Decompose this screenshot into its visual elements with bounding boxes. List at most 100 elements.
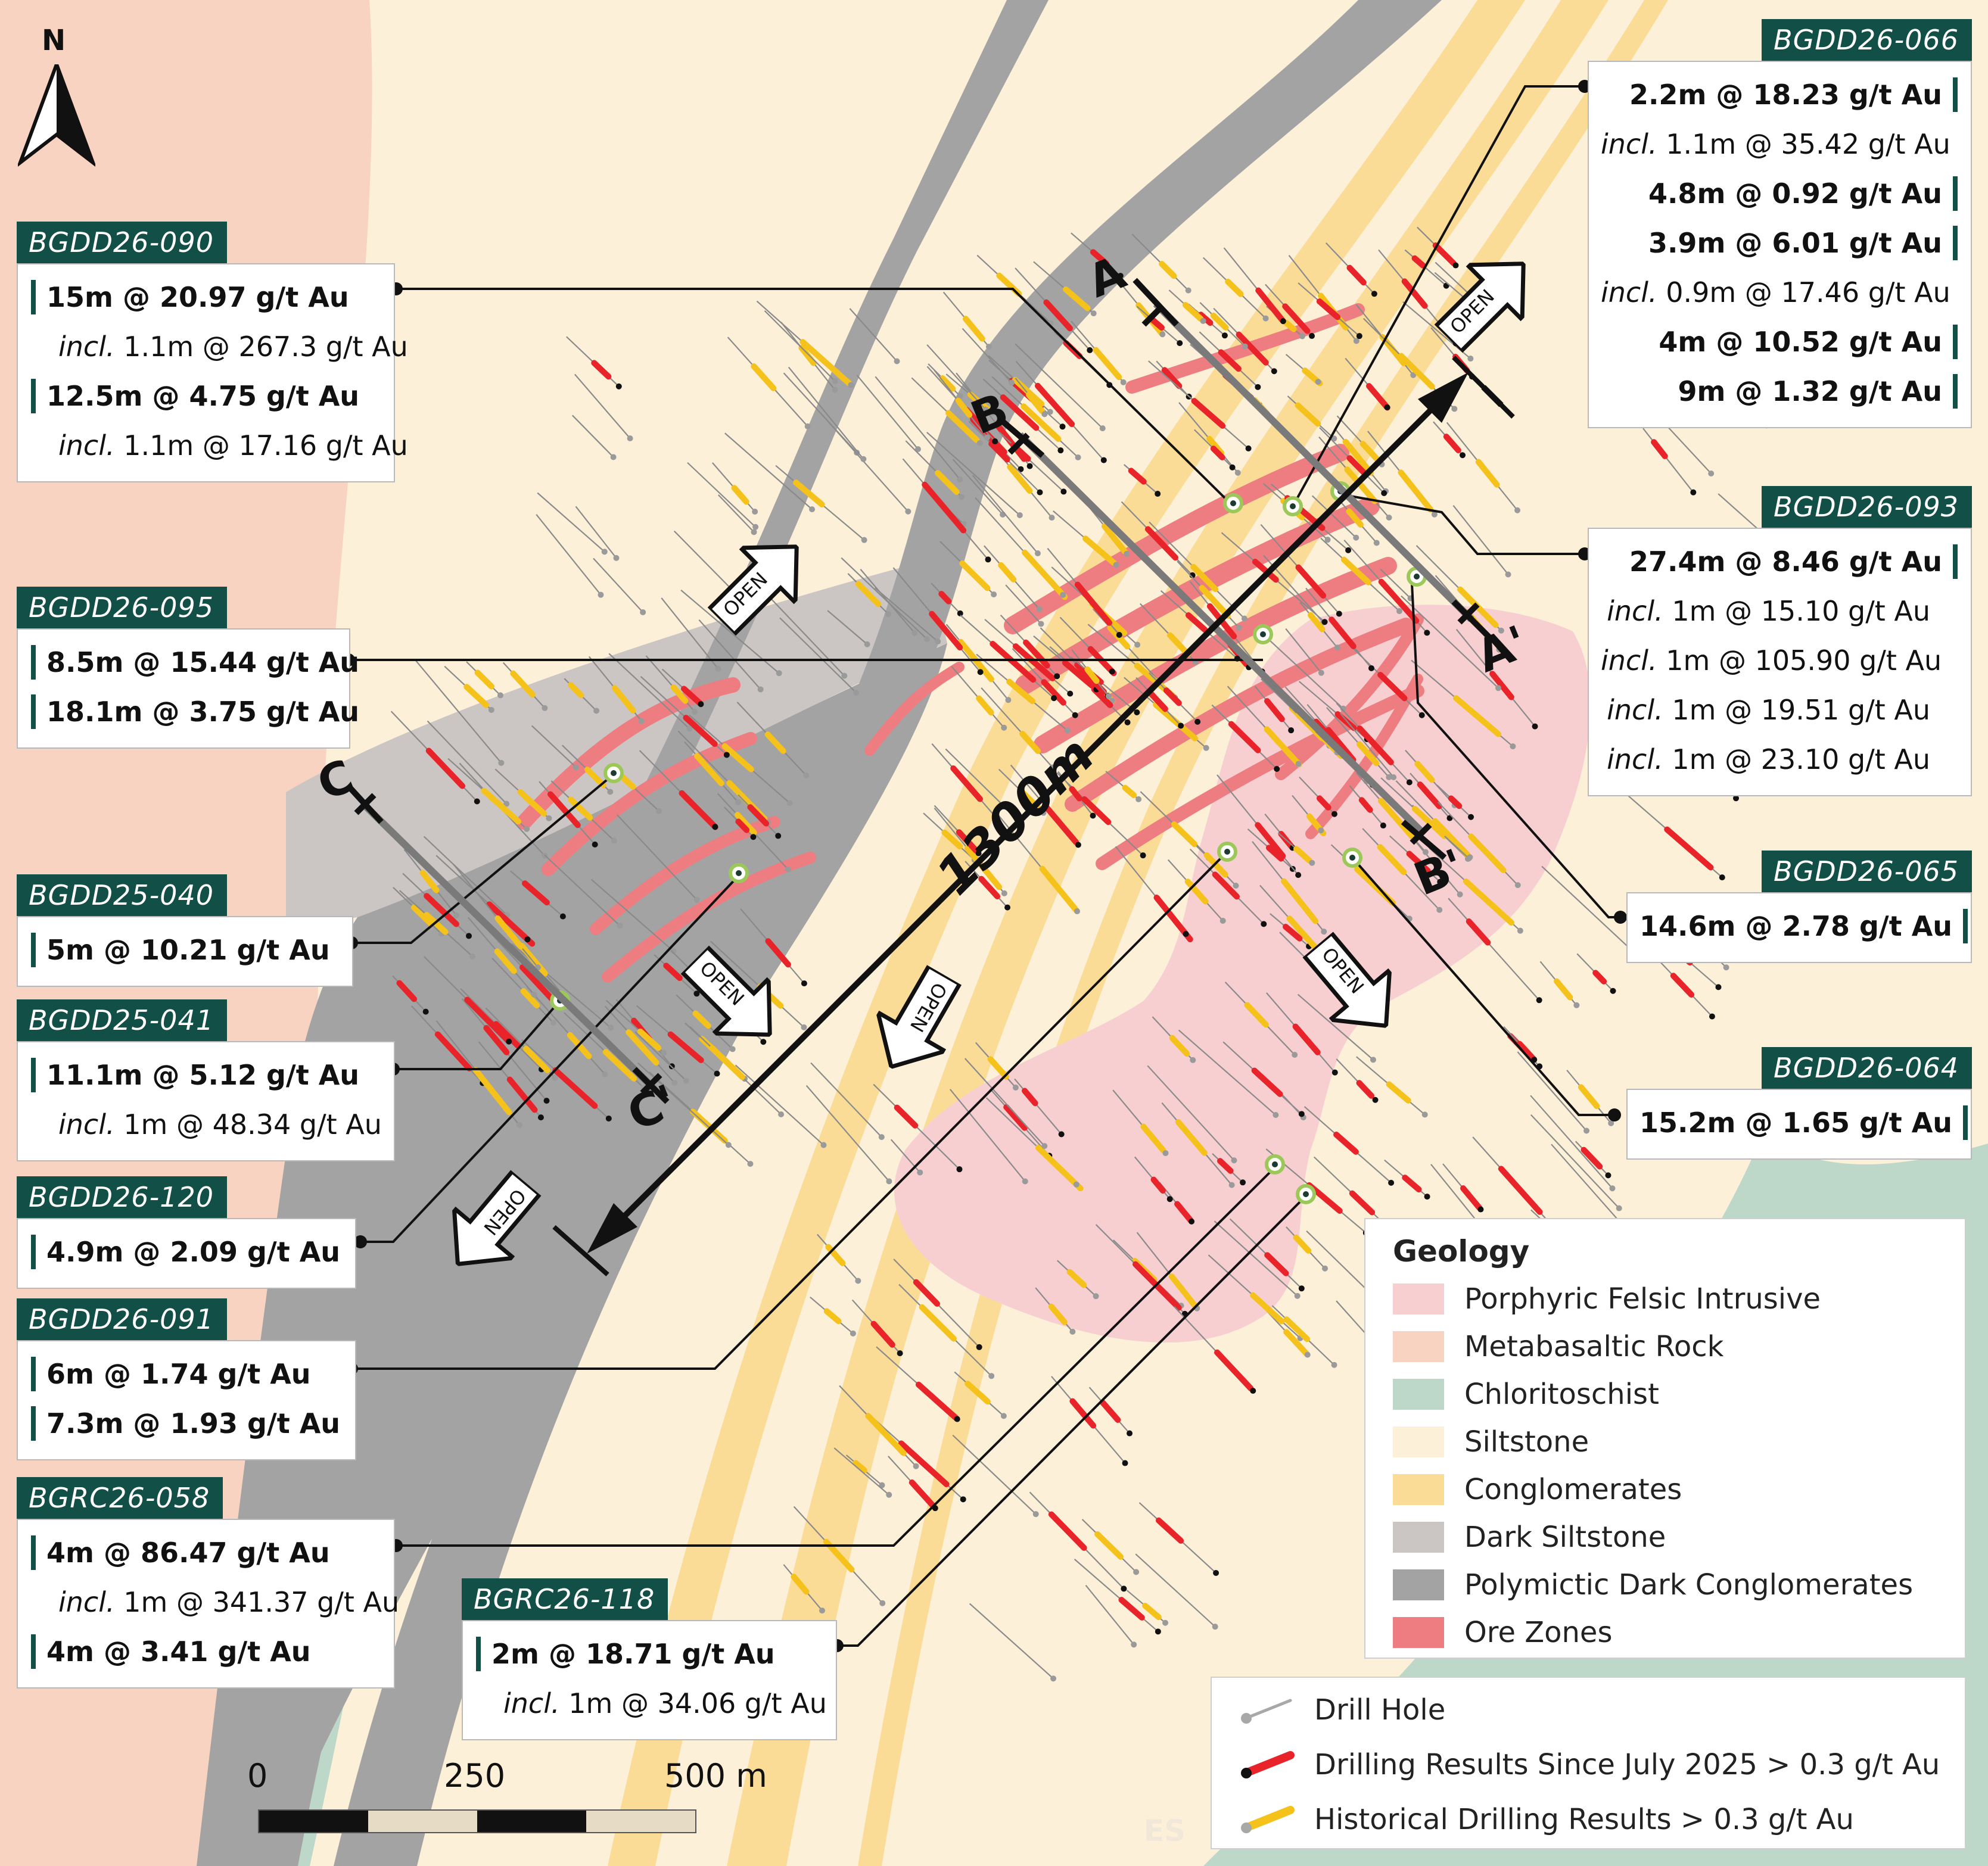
intercept-segment — [1252, 559, 1279, 583]
intercept-marker — [1953, 324, 1958, 359]
drill-hole-end — [1372, 1096, 1379, 1103]
intercept-line: 4.9m @ 2.09 g/t Au — [31, 1228, 343, 1277]
drill-hole-end — [1715, 984, 1722, 990]
drill-hole-end — [1058, 1131, 1065, 1138]
intercept-segment — [1012, 643, 1056, 681]
intercept-marker — [31, 1406, 36, 1441]
drill-hole-id: BGDD26-064 — [1762, 1047, 1972, 1089]
legend-swatch — [1393, 1284, 1444, 1314]
intercept-segment — [618, 772, 636, 790]
intercept-segment — [825, 1244, 846, 1266]
intercept-segment — [1264, 726, 1302, 768]
drill-hole-end — [897, 1350, 903, 1357]
intercept-segment — [692, 1010, 711, 1029]
intercept-segment — [1069, 1398, 1097, 1429]
drill-hole-end — [1194, 718, 1201, 725]
intercept-line: 4m @ 10.52 g/t Au — [1601, 317, 1958, 367]
drill-hole-end — [1431, 511, 1438, 518]
drill-hole-end — [1386, 774, 1392, 780]
legend-swatch — [1393, 1569, 1444, 1600]
open-arrow-ne-2: OPEN — [694, 518, 825, 649]
drill-hole-trace — [718, 494, 755, 533]
drill-hole-trace — [764, 310, 836, 382]
geology-legend-item: Dark Siltstone — [1365, 1513, 1965, 1561]
drill-hole-trace — [1014, 1078, 1062, 1135]
geology-legend-item: Chloritoschist — [1365, 1370, 1965, 1418]
drill-hole-end — [864, 641, 870, 647]
drill-hole-trace — [945, 748, 1005, 807]
intercept-segment — [1406, 851, 1431, 874]
intercept-segment — [1048, 1511, 1087, 1551]
open-arrow-icon — [875, 963, 963, 1070]
drill-hole-end — [1318, 669, 1324, 676]
intercept-segment — [751, 363, 777, 391]
drill-hole-end — [1331, 1069, 1338, 1076]
intercept-segment — [965, 1381, 991, 1405]
drill-hole-end — [984, 434, 991, 441]
drill-hole-end — [1177, 340, 1183, 347]
incl-prefix: incl. — [1607, 595, 1663, 627]
incl-prefix: incl. — [1607, 694, 1663, 726]
yellow-intercept-icon — [1241, 1806, 1295, 1833]
intercept-segment — [1203, 852, 1228, 878]
intercept-segment — [1283, 1316, 1311, 1342]
geology-legend-title: Geology — [1393, 1234, 1530, 1269]
drill-hole-end — [1353, 534, 1359, 541]
drill-hole-end — [1274, 765, 1280, 772]
intercept-segment — [1498, 1166, 1543, 1215]
intercept-segment — [987, 1056, 1009, 1080]
open-arrow-se: OPEN — [1288, 920, 1416, 1051]
drill-hole-end — [1116, 631, 1122, 638]
drill-hole-end — [1324, 537, 1331, 543]
intercept-segment — [1250, 1292, 1285, 1325]
drill-hole-end — [1162, 1619, 1169, 1626]
drill-hole-trace — [724, 432, 813, 510]
drill-hole-end — [1162, 1150, 1169, 1157]
drill-hole-end — [988, 1373, 995, 1379]
geology-legend-item: Metabasaltic Rock — [1365, 1323, 1965, 1370]
drill-hole-end — [1127, 1430, 1133, 1437]
intercept-marker — [1963, 908, 1968, 943]
intercept-marker — [31, 1535, 36, 1570]
intercept-segment — [694, 753, 724, 787]
length-arrow — [552, 356, 1515, 1276]
drill-hole-end — [608, 1024, 614, 1031]
intercept-segment — [853, 1460, 867, 1474]
incl-prefix: incl. — [58, 331, 115, 363]
drill-hole-end — [1001, 724, 1007, 731]
intercept-segment — [709, 1045, 745, 1080]
intercept-line: 4.8m @ 0.92 g/t Au — [1601, 169, 1958, 219]
drill-hole-end — [757, 686, 764, 693]
intercept-segment — [1377, 672, 1408, 702]
drill-hole-end — [1309, 333, 1315, 339]
included-intercept-line: incl. 1.1m @ 267.3 g/t Au — [31, 322, 408, 372]
drill-hole-end — [879, 1600, 886, 1606]
drill-hole-end — [841, 672, 848, 679]
intercept-segment — [1155, 1517, 1184, 1544]
intercept-segment — [855, 581, 882, 607]
intercept-segment — [1448, 795, 1463, 809]
drill-hole-end — [776, 670, 782, 677]
intercept-segment — [1398, 469, 1434, 513]
intercept-segment — [1150, 1176, 1166, 1194]
drill-hole-end — [1690, 489, 1697, 496]
drill-hole-end — [1124, 719, 1131, 725]
drill-hole-end — [1424, 630, 1430, 636]
drill-hole-end — [832, 378, 838, 384]
intercept-segment — [463, 684, 490, 708]
intercept-segment — [481, 787, 522, 825]
drill-hole-trace — [952, 459, 1003, 515]
drill-hole-end — [1100, 457, 1107, 463]
drill-hole-end — [1051, 695, 1057, 702]
drill-hole-end — [1250, 1388, 1256, 1394]
open-arrow-sw-2: OPEN — [857, 956, 978, 1088]
drill-hole-end — [1295, 761, 1302, 767]
